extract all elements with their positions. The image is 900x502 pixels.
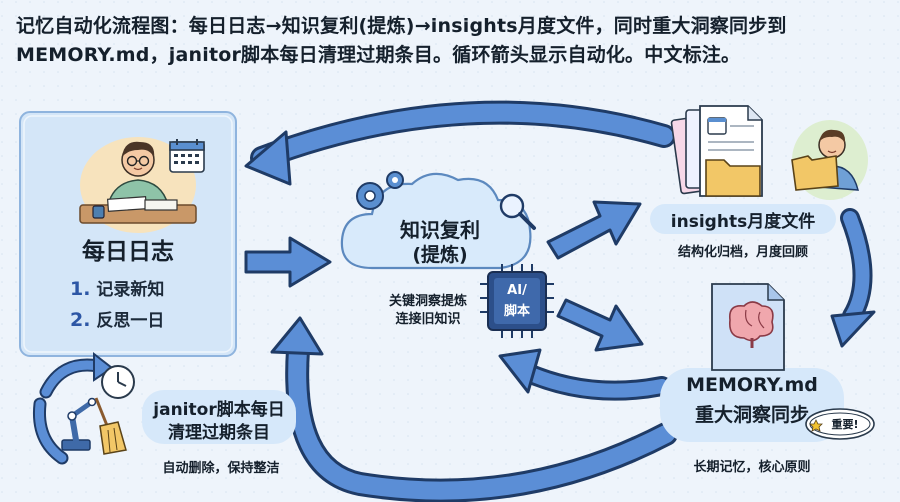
knowledge-subtitle: (提炼) [412, 244, 468, 266]
ai-chip-label-line1: AI/ [507, 283, 527, 298]
person-writing-icon [79, 137, 197, 233]
memory-caption: 长期记忆，核心原则 [693, 460, 811, 475]
knowledge-caption-line2: 连接旧知识 [395, 312, 461, 327]
memory-label-bubble [660, 368, 844, 442]
ai-chip-icon [480, 264, 554, 338]
arrow-daily-to-knowledge [244, 236, 332, 288]
janitor-title-line1: janitor脚本每日 [153, 400, 285, 420]
janitor-caption: 自动删除，保持整洁 [162, 461, 280, 476]
memory-subtitle: 重大洞察同步 [694, 404, 809, 426]
insights-label-bubble [650, 204, 836, 234]
knowledge-title: 知识复利 [400, 218, 480, 242]
arrow-knowledge-to-insights [546, 200, 642, 260]
brain-document-icon [711, 283, 785, 371]
calendar-icon [169, 139, 205, 173]
daily-log-heading: 每日日志 [82, 239, 174, 265]
arrow-knowledge-to-memory [556, 298, 644, 352]
daily-log-list: 1. 记录新知 2. 反思一日 [70, 276, 220, 334]
important-badge-label: 重要! [831, 418, 859, 431]
cloud-icon [340, 172, 532, 270]
memory-title: MEMORY.md [686, 374, 818, 396]
arrow-insights-to-daily [244, 100, 676, 186]
arrow-bottom-loop [270, 316, 678, 502]
refresh-arrow-icon [32, 351, 114, 465]
daily-log-item-number: 2. [70, 309, 91, 331]
important-badge [805, 408, 875, 440]
daily-log-item: 1. 记录新知 [70, 276, 220, 303]
daily-log-item: 2. 反思一日 [70, 307, 220, 334]
page-title: 记忆自动化流程图：每日日志→知识复利(提炼)→insights月度文件，同时重大… [16, 15, 787, 66]
robot-arm-icon [61, 397, 97, 451]
gear-icon [356, 171, 404, 210]
arrow-memory-to-knowledge [498, 348, 672, 401]
daily-log-item-text: 记录新知 [96, 280, 165, 300]
folder-icon [705, 159, 761, 197]
daily-log-item-text: 反思一日 [96, 311, 165, 331]
broom-icon [94, 397, 127, 455]
insights-caption: 结构化归档，月度回顾 [677, 245, 808, 260]
daily-log-item-number: 1. [70, 278, 91, 300]
clock-icon [101, 365, 135, 399]
ai-chip-label-line2: 脚本 [503, 304, 530, 319]
magnifier-icon [499, 193, 536, 230]
janitor-title-line2: 清理过期条目 [168, 423, 270, 443]
person-folder-icon [791, 120, 868, 200]
janitor-label-bubble [142, 390, 296, 444]
knowledge-caption-line1: 关键洞察提炼 [388, 294, 467, 309]
insights-heading: insights月度文件 [670, 212, 816, 232]
arrow-insights-to-memory [830, 208, 876, 348]
